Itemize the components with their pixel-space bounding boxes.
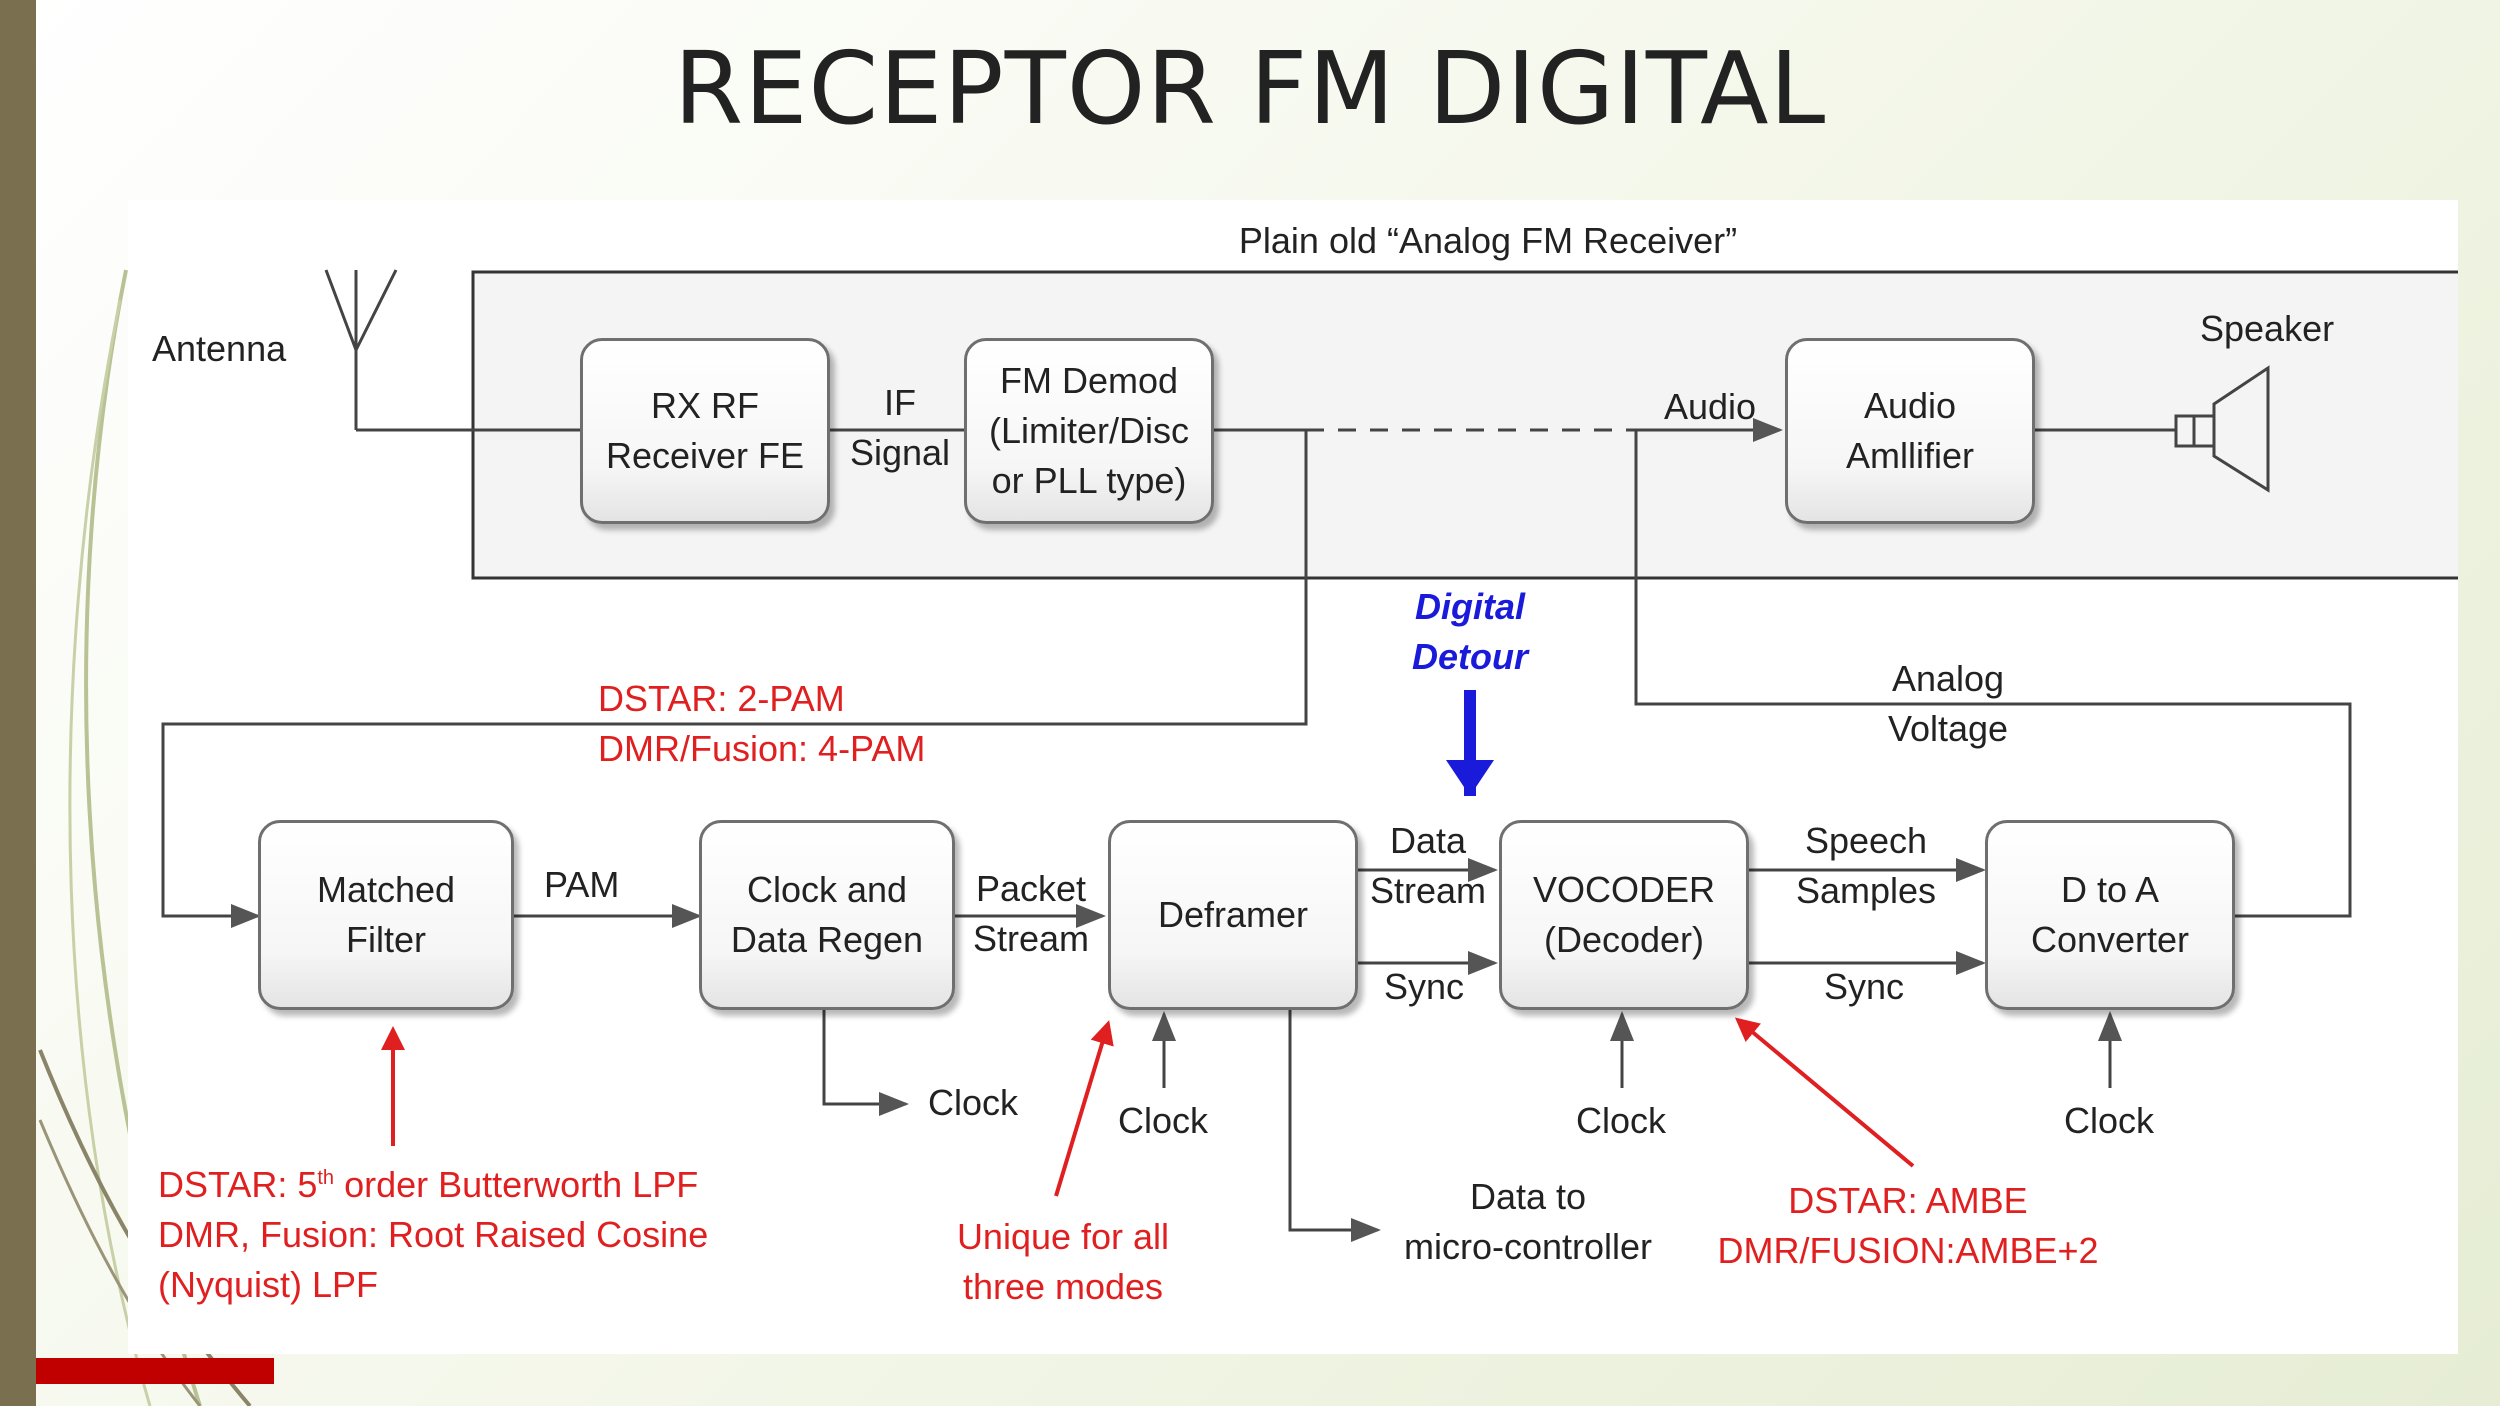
audio-label: Audio — [1664, 386, 1757, 427]
clock-vocoder-label: Clock — [1576, 1100, 1667, 1141]
data-to-microcontroller-label: Data to micro-controller — [1403, 1176, 1653, 1267]
clock-data-regen-block: Clock and Data Regen — [699, 820, 955, 1010]
modulation-note: DSTAR: 2-PAM DMR/Fusion: 4-PAM — [598, 678, 926, 769]
analog-voltage-label: Analog Voltage — [1887, 658, 2009, 749]
pam-label: PAM — [544, 864, 620, 905]
rx-rf-receiver-block: RX RF Receiver FE — [580, 338, 830, 524]
antenna-label: Antenna — [152, 328, 287, 369]
sync-label-2: Sync — [1824, 966, 1905, 1007]
unique-modes-note: Unique for all three modes — [956, 1216, 1170, 1307]
diagram-wires — [161, 269, 2458, 1242]
antenna-symbol — [324, 269, 398, 430]
analog-section-label: Plain old “Analog FM Receiver” — [1238, 220, 1738, 261]
speaker-symbol — [2174, 414, 2196, 448]
matched-filter-block: Matched Filter — [258, 820, 514, 1010]
deframer-block: Deframer — [1108, 820, 1358, 1010]
left-accent-bar — [0, 0, 36, 1406]
sync-label-1: Sync — [1384, 966, 1465, 1007]
filter-note: DSTAR: 5th order Butterworth LPF DMR, Fu… — [158, 1164, 709, 1305]
data-stream-label: Data Stream — [1369, 820, 1487, 911]
fm-demod-block: FM Demod (Limiter/Disc or PLL type) — [964, 338, 1214, 524]
packet-stream-label: Packet Stream — [972, 868, 1090, 959]
red-accent-tab — [36, 1358, 274, 1384]
digital-detour-label: Digital Detour — [1412, 586, 1528, 677]
speech-samples-label: Speech Samples — [1795, 820, 1937, 911]
if-signal-label: IF Signal — [849, 382, 951, 473]
vocoder-block: VOCODER (Decoder) — [1499, 820, 1749, 1010]
clock-out-label: Clock — [928, 1082, 1019, 1123]
vocoder-note: DSTAR: AMBE DMR/FUSION:AMBE+2 — [1717, 1180, 2099, 1271]
block-diagram: Plain old “Analog FM Receiver” Antenna S… — [128, 200, 2458, 1354]
analog-section-frame — [471, 270, 2458, 580]
audio-amplifier-block: Audio Amllifier — [1785, 338, 2035, 524]
speaker-label: Speaker — [2200, 308, 2335, 349]
dac-block: D to A Converter — [1985, 820, 2235, 1010]
slide-title: RECEPTOR FM DIGITAL — [673, 30, 1827, 147]
clock-deframer-label: Clock — [1118, 1100, 1209, 1141]
clock-dac-label: Clock — [2064, 1100, 2155, 1141]
